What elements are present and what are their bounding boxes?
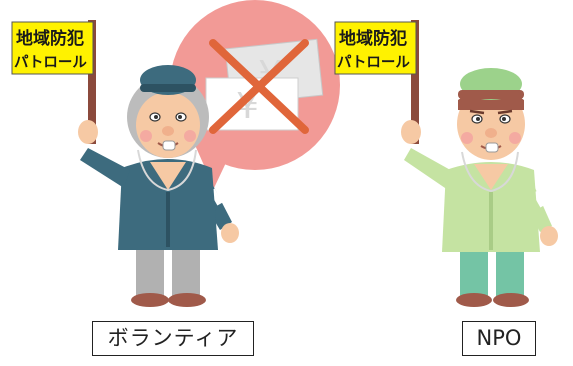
volunteer-figure: 地域防犯 パトロール: [11, 20, 239, 307]
speech-bubble: ¥ ¥: [170, 0, 340, 188]
caption-volunteer: ボランティア: [92, 321, 254, 356]
sign-text-line2: パトロール: [14, 54, 87, 71]
caption-npo: NPO: [462, 321, 536, 356]
npo-figure: 地域防犯 パトロール: [334, 20, 558, 307]
sign-text-line2: パトロール: [337, 54, 410, 71]
shoe: [456, 293, 492, 307]
sign-text-line1: 地域防犯: [16, 28, 84, 49]
cross-mark-icon: [209, 39, 309, 134]
sign-text-line1: 地域防犯: [339, 28, 407, 49]
shoe: [168, 293, 206, 307]
patrol-sign-left: 地域防犯 パトロール: [11, 20, 96, 144]
face: [136, 92, 200, 158]
patrol-sign-right: 地域防犯 パトロール: [334, 20, 419, 144]
whistle-icon: [162, 140, 176, 151]
shoe: [131, 293, 169, 307]
shoe: [493, 293, 529, 307]
whistle-icon: [485, 142, 499, 153]
